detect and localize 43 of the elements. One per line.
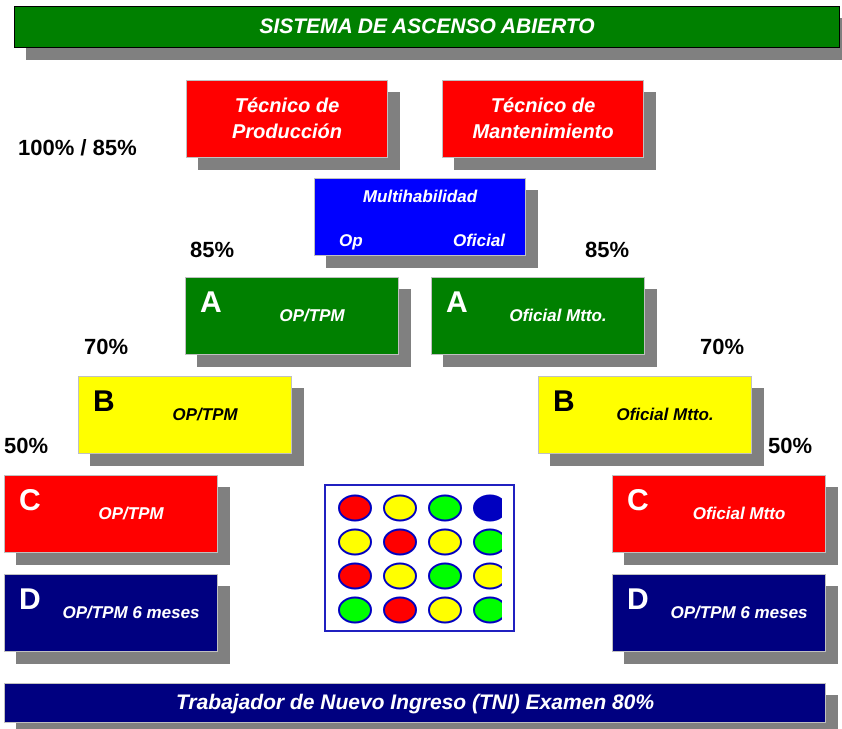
role-label: OP/TPM 6 meses — [669, 602, 808, 624]
grade-letter: D — [627, 583, 649, 617]
role-label: OP/TPM — [97, 503, 165, 525]
percentage-label: 85% — [585, 237, 630, 263]
position-box — [612, 574, 826, 652]
grade-letter: A — [200, 286, 222, 320]
title-banner: SISTEMA DE ASCENSO ABIERTO — [14, 6, 840, 48]
role-label: OP/TPM — [278, 305, 346, 327]
position-box — [431, 277, 645, 355]
grade-letter: A — [446, 286, 468, 320]
skill-heading: Multihabilidad — [362, 187, 478, 207]
grade-letter: C — [19, 484, 41, 518]
percentage-label: 70% — [700, 334, 744, 360]
position-box — [185, 277, 399, 355]
role-label: Oficial Mtto — [692, 503, 786, 525]
position-box — [78, 376, 292, 454]
percentage-label: 70% — [84, 334, 128, 360]
role-label: OP/TPM 6 meses — [61, 602, 200, 624]
percentage-label: 50% — [4, 433, 48, 459]
grade-letter: D — [19, 583, 41, 617]
grade-letter: C — [627, 484, 649, 518]
position-box — [4, 475, 218, 553]
position-box — [4, 683, 826, 723]
percentage-label: 50% — [768, 433, 812, 459]
track-label: Oficial — [453, 231, 505, 251]
track-label: Op — [339, 231, 363, 251]
position-label: Técnico de Producción — [230, 94, 343, 145]
position-label: Trabajador de Nuevo Ingreso (TNI) Examen 80% — [174, 690, 656, 716]
position-label: Técnico de Mantenimiento — [471, 94, 615, 145]
percentage-label: 85% — [190, 237, 234, 263]
position-box — [442, 80, 644, 158]
role-label: Oficial Mtto. — [508, 305, 608, 327]
position-box — [186, 80, 388, 158]
percentage-label: 100% / 85% — [18, 135, 137, 161]
position-box — [612, 475, 826, 553]
grade-letter: B — [93, 385, 115, 419]
position-box — [314, 178, 526, 256]
grade-letter: B — [553, 385, 575, 419]
dot-grid-panel — [324, 484, 515, 632]
position-box — [538, 376, 752, 454]
position-box — [4, 574, 218, 652]
role-label: Oficial Mtto. — [615, 404, 715, 426]
role-label: OP/TPM — [171, 404, 239, 426]
